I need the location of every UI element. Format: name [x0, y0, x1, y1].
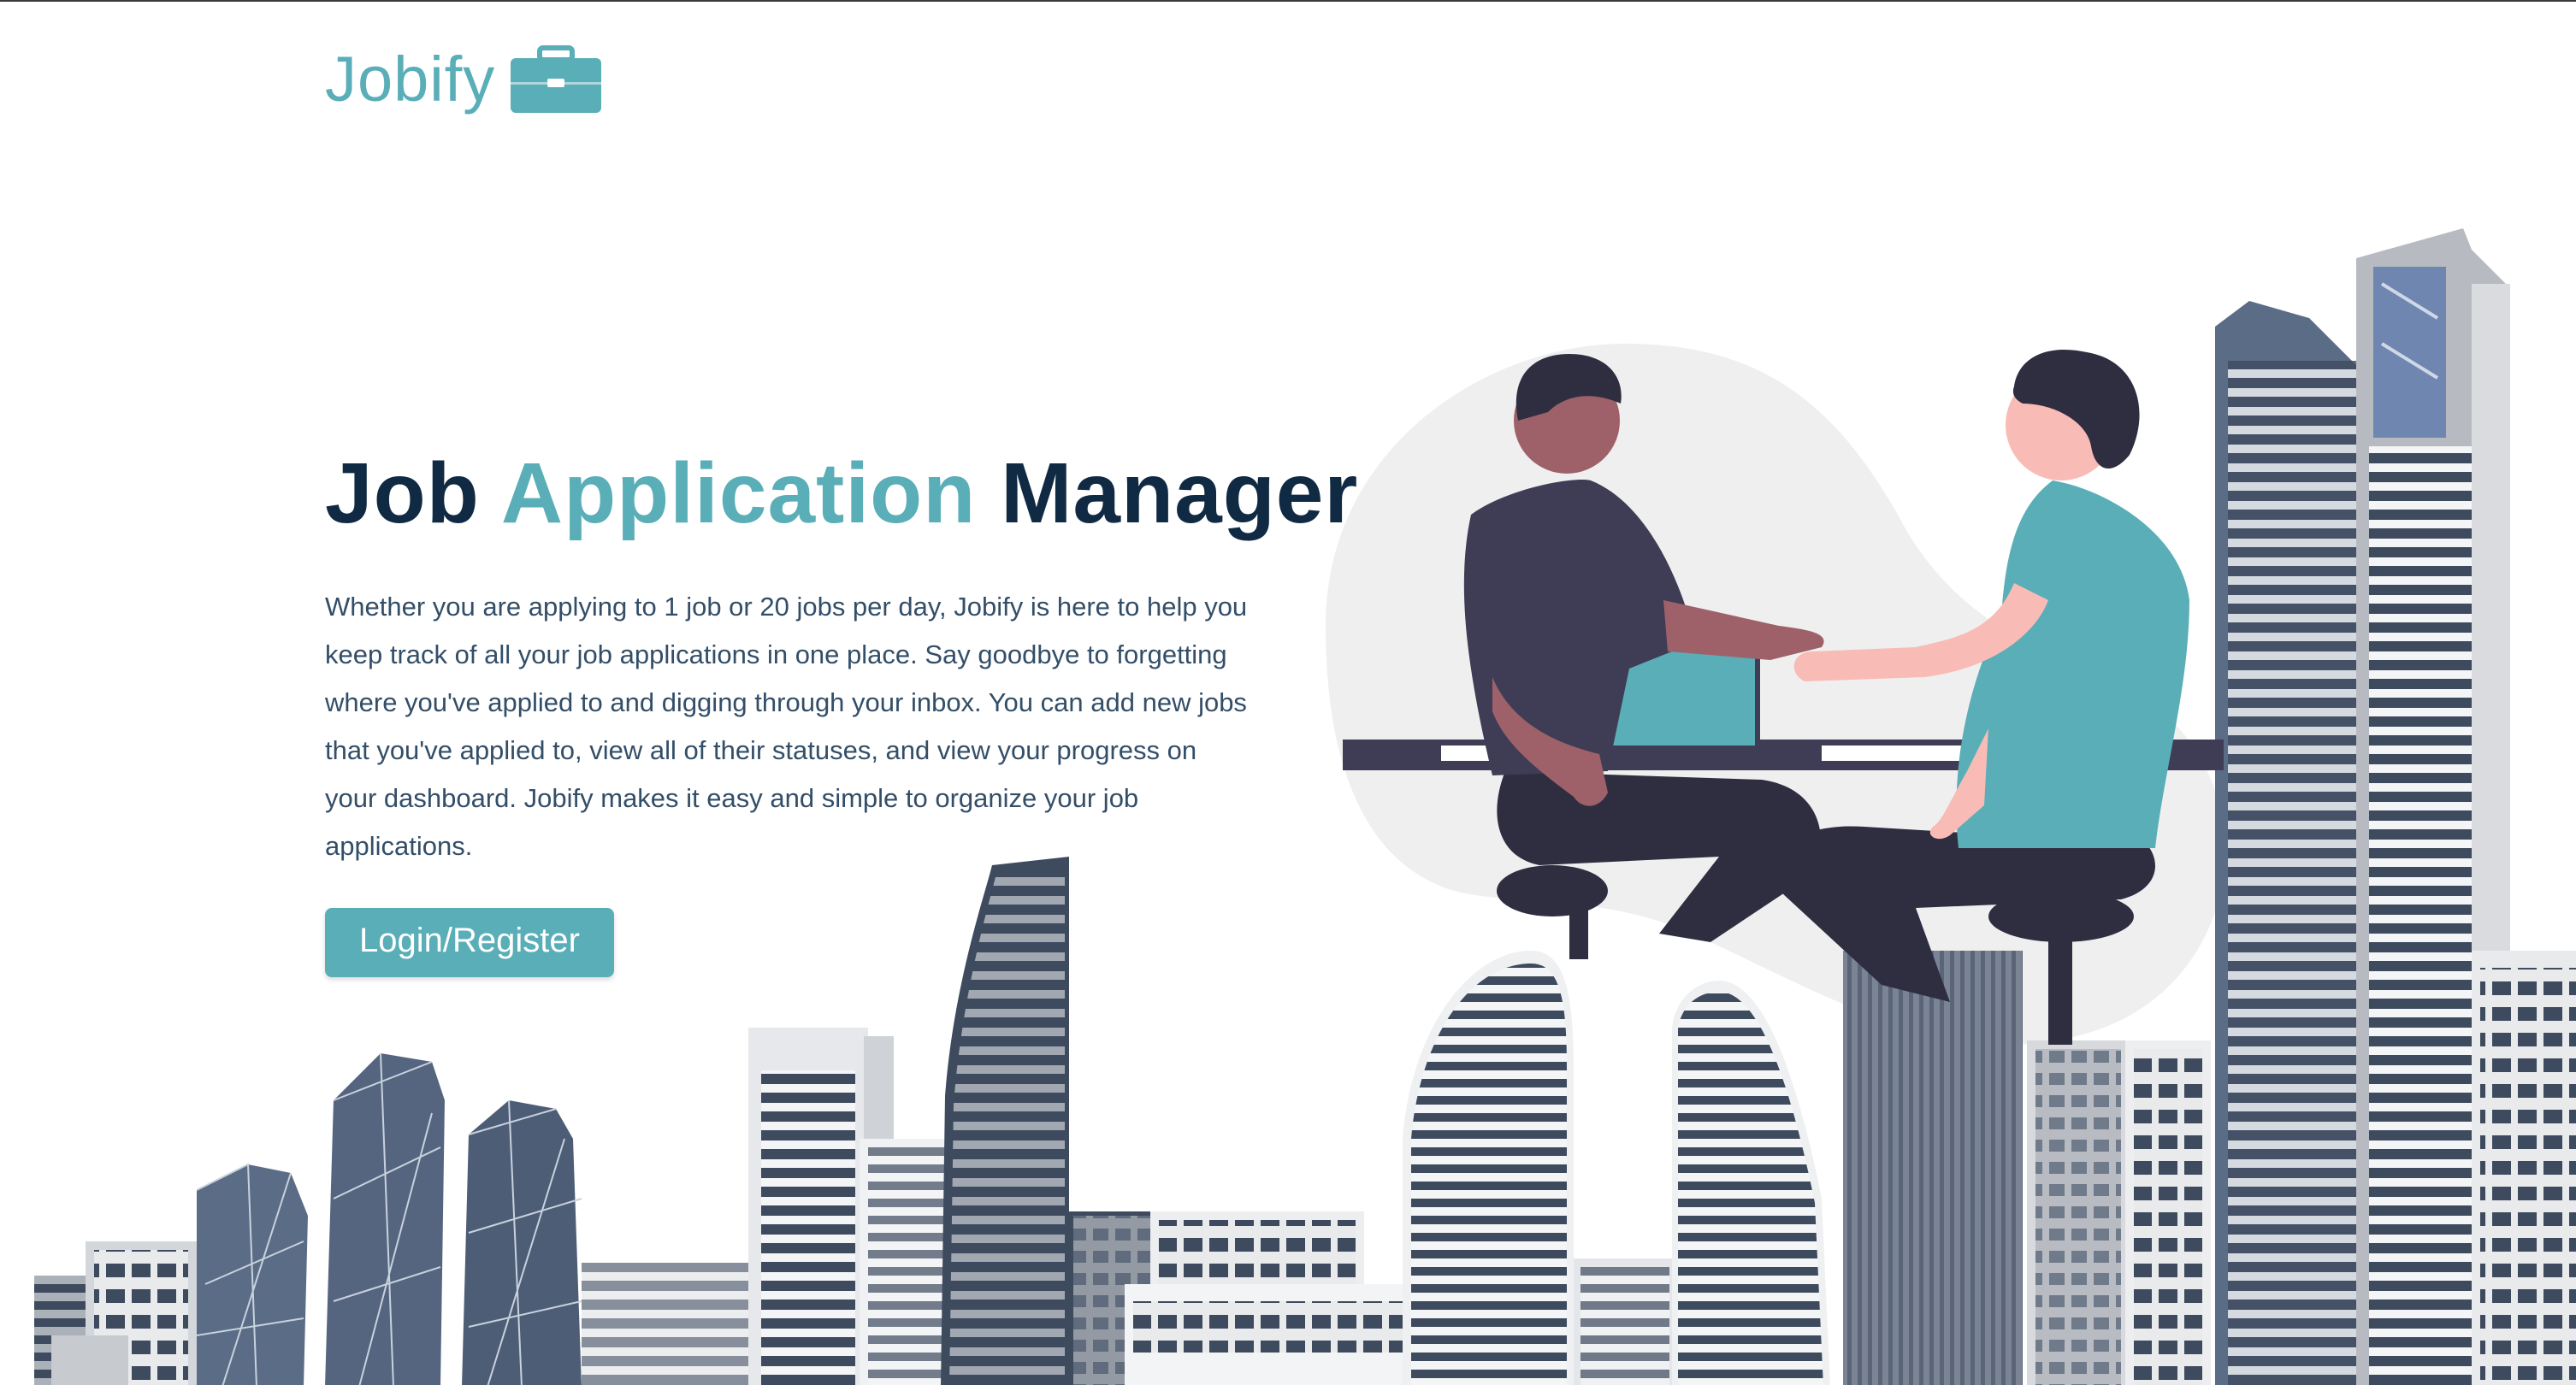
glass-building	[1843, 951, 2023, 1385]
briefcase-icon	[511, 45, 602, 113]
right-person-shirt	[1956, 480, 2189, 848]
left-person-shirt	[1463, 480, 1689, 775]
brand-name: Jobify	[325, 44, 496, 115]
hero-title: Job Application Manager	[325, 445, 1357, 541]
hero-description: Whether you are applying to 1 job or 20 …	[325, 592, 1248, 861]
brand-logo[interactable]: Jobify	[325, 44, 603, 115]
hero-title-accent: Application	[500, 445, 977, 541]
crystal-tower-3	[462, 1100, 582, 1385]
hero-title-part2: Manager	[1001, 445, 1359, 541]
hero-section: Job Application Manager Whether you are …	[325, 445, 1357, 977]
login-register-button[interactable]: Login/Register	[325, 908, 614, 977]
hero-title-part1: Job	[325, 445, 480, 541]
crystal-tower-2	[325, 1053, 445, 1385]
